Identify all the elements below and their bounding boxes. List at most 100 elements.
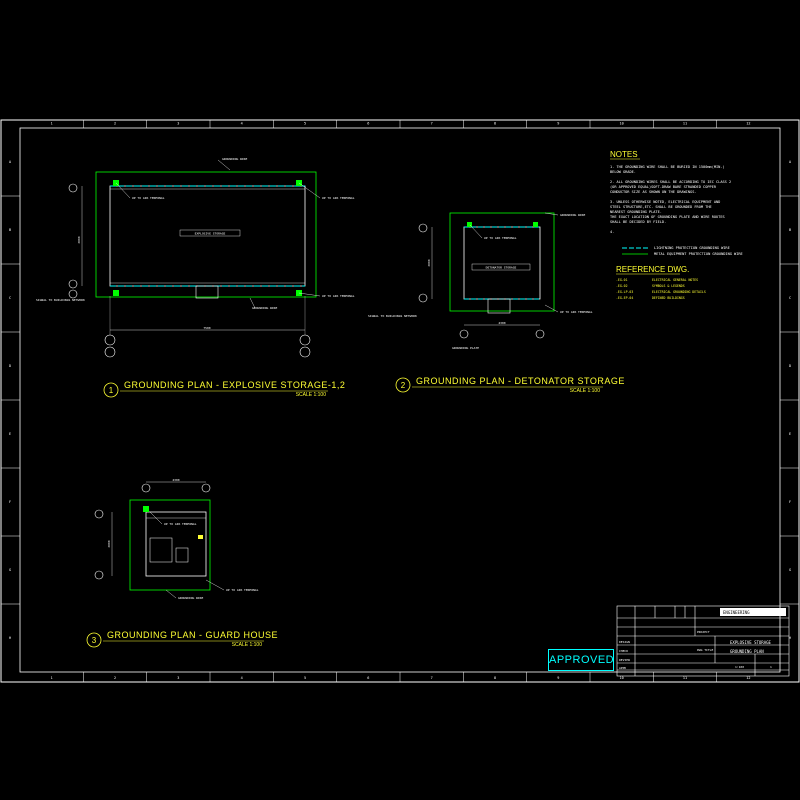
grid-bubble: [201, 483, 211, 493]
grid-column-label: 6: [367, 676, 369, 680]
grid-column-label: 11: [683, 676, 687, 680]
callout-grounding-plate: GROUNDING PLATE: [452, 346, 479, 350]
room-partition: [149, 537, 173, 563]
grid-column-label: 12: [746, 122, 750, 126]
grid-row-label: H: [9, 636, 11, 640]
grid-bubble: [104, 346, 116, 358]
grid-column-label: 10: [620, 676, 624, 680]
grid-column-label: 3: [177, 676, 179, 680]
row-design: DESIGN: [619, 640, 630, 644]
grid-row-label: F: [789, 500, 791, 504]
grid-column-label: 3: [177, 122, 179, 126]
grid-column-label: 1: [51, 676, 53, 680]
inner-border: [19, 127, 781, 673]
grounding-loop-3: [129, 499, 211, 591]
grid-row-label: H: [789, 636, 791, 640]
grid-bubble: [141, 483, 151, 493]
note-line: (OR APPROVED EQUAL)SOFT-DRAW BARE STRAND…: [610, 185, 717, 189]
grid-row-label: B: [9, 228, 11, 232]
grid-row-label: A: [789, 160, 792, 164]
notes-lines: 1. THE GROUNDING WIRE SHALL BE BURIED IN…: [610, 165, 731, 234]
grid-column-label: 2: [114, 676, 116, 680]
leader: [544, 212, 559, 216]
dimension-value: 7500: [203, 326, 210, 330]
tb-scale: 1:100: [735, 665, 744, 669]
callout-signal: SIGNAL TO BUILDINGS NETWORK: [368, 314, 417, 318]
plan-number: 3: [92, 636, 97, 645]
ref-desc: ELECTRICAL GENERAL NOTES: [652, 278, 698, 282]
reference-list: -EG-01 ELECTRICAL GENERAL NOTES -EG-02 S…: [616, 278, 706, 300]
grounding-loop-2: [449, 212, 555, 312]
grid-column-label: 2: [114, 122, 116, 126]
note-line: 1. THE GROUNDING WIRE SHALL BE BURIED IN…: [610, 165, 725, 169]
plan-scale: SCALE 1:100: [570, 388, 601, 394]
callout-up-terminal: UP TO AIR TERMINAL: [132, 196, 165, 200]
grid-row-label: C: [789, 296, 791, 300]
note-line: SHALL BE DECIDED BY FIELD.: [610, 220, 666, 224]
grid-row-label: D: [789, 364, 791, 368]
grid-column-label: 5: [304, 676, 306, 680]
note-line: BELOW GRADE.: [610, 170, 636, 174]
tb-sheet: 1: [770, 665, 772, 669]
grid-bubble: [418, 293, 428, 303]
plan-number-bubble: [86, 632, 102, 648]
note-line: STEEL STRUCTURE,ETC. SHALL BE GROUNDED F…: [610, 205, 712, 209]
row-review: REVIEW: [619, 658, 630, 662]
panel-icon: [198, 535, 203, 539]
grid-column-label: 1: [51, 122, 53, 126]
grid-bubble: [94, 570, 104, 580]
note-line: 3. UNLESS OTHERWISE NOTED, ELECTRICAL EQ…: [610, 200, 720, 204]
dimension-value: 2000: [427, 259, 431, 266]
grid-bubble: [418, 223, 428, 233]
leader: [249, 297, 256, 309]
leader: [149, 511, 163, 525]
note-line: 2. ALL GROUNDING WIRES SHALL BE ACCORDIN…: [610, 180, 731, 184]
grid-row-label: C: [9, 296, 11, 300]
dimension-value: 4300: [498, 321, 505, 325]
title-block-text: ENGINEERING PROJECT EXPLOSIVE STORAGE DW…: [619, 610, 772, 670]
callout-up-terminal: UP TO AIR TERMINAL: [322, 196, 355, 200]
callout-up-terminal: UP TO AIR TERMINAL: [560, 310, 593, 314]
grid-column-label: 10: [620, 122, 624, 126]
grid-row-label: E: [789, 432, 791, 436]
grid-row-label: F: [9, 500, 11, 504]
project-label: PROJECT: [697, 630, 710, 634]
leader: [115, 182, 131, 199]
ref-desc: SYMBOLS & LEGENDS: [652, 284, 685, 288]
grid-row-label: D: [9, 364, 11, 368]
plan-guard-house: UP TO AIR TERMINAL UP TO AIR TERMINAL GR…: [86, 478, 278, 648]
notes-panel: NOTES 1. THE GROUNDING WIRE SHALL BE BUR…: [610, 150, 743, 300]
door: [195, 285, 219, 299]
dimension-value: 2000: [107, 540, 111, 547]
plan-number-bubble: [103, 382, 119, 398]
grid-column-label: 7: [431, 676, 433, 680]
plan-title: GROUNDING PLAN - EXPLOSIVE STORAGE-1,2: [124, 380, 345, 390]
room-label-explosive: EXPLOSIVE STORAGE: [195, 232, 226, 236]
plan-scale: SCALE 1:100: [296, 392, 327, 398]
ref-desc: DEFINED BUILDINGS: [652, 296, 685, 300]
grid-column-label: 9: [557, 122, 559, 126]
leader: [469, 224, 483, 239]
plan-detonator-storage: DETONATOR STORAGE UP TO AIR TERMINAL GRO…: [368, 212, 624, 394]
callout-up-terminal: UP TO AIR TERMINAL: [484, 236, 517, 240]
note-line: 4.: [610, 230, 614, 234]
leader: [217, 159, 231, 171]
drawing-title: GROUNDING PLAN: [730, 649, 764, 654]
room-label-detonator: DETONATOR STORAGE: [486, 266, 517, 270]
grid-column-label: 4: [241, 676, 243, 680]
grounding-plate-icon: [467, 222, 472, 227]
plan-explosive-storage: EXPLOSIVE STORAGE UP TO AIR TERMINAL UP …: [36, 157, 355, 398]
grid-column-label: 9: [557, 676, 559, 680]
grid-bubble: [299, 346, 311, 358]
room-tag: [179, 229, 241, 237]
plan-number: 1: [109, 386, 114, 395]
grid-bubble: [535, 329, 545, 339]
grid-row-label: G: [789, 568, 791, 572]
callout-grounding-wire: GROUNDING WIRE: [560, 213, 585, 217]
title-block: [616, 605, 790, 677]
door: [487, 298, 511, 314]
building-outline-3: [145, 511, 207, 577]
plan-scale: SCALE 1:100: [232, 642, 263, 648]
